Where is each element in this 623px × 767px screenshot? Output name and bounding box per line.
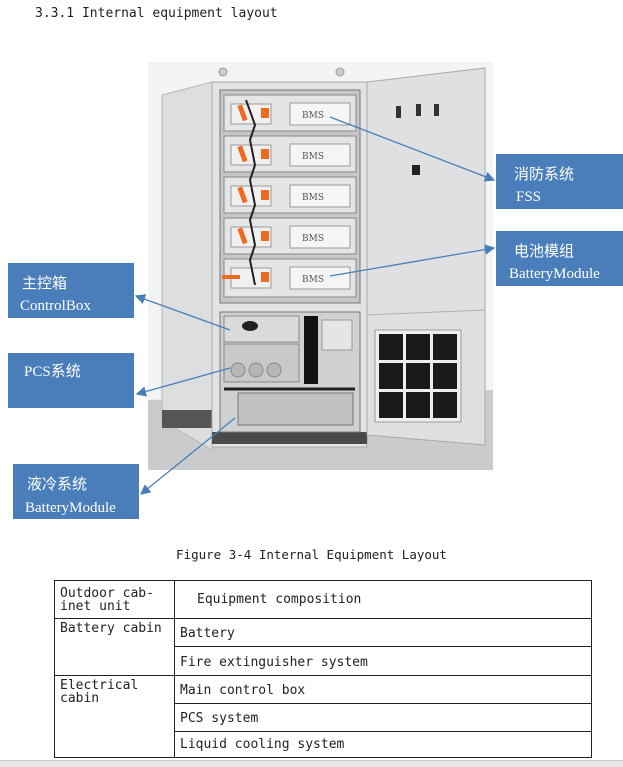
item-cell: Main control box bbox=[174, 675, 592, 704]
door-divider bbox=[366, 309, 486, 316]
arrow-fss bbox=[329, 116, 496, 182]
air-filter bbox=[374, 329, 462, 423]
busbar bbox=[304, 316, 318, 384]
table-row: PCS system bbox=[55, 703, 592, 732]
bms-label: BMS bbox=[302, 152, 324, 162]
equipment-table: Outdoor cab- inet unit Equipment composi… bbox=[54, 580, 592, 758]
item-cell: Battery bbox=[174, 618, 592, 647]
page-bottom-divider bbox=[0, 760, 623, 767]
main-control-box bbox=[223, 315, 300, 343]
battery-module: BMS bbox=[223, 135, 357, 173]
breaker-panel bbox=[321, 319, 353, 351]
battery-module: BMS bbox=[223, 176, 357, 214]
table-row: Liquid cooling system bbox=[55, 731, 592, 758]
header-cell-composition: Equipment composition bbox=[174, 580, 592, 619]
battery-modules: BMS BMS BMS bbox=[222, 94, 357, 298]
bms-label: BMS bbox=[302, 234, 324, 244]
callout-fss: 消防系统 FSS bbox=[496, 154, 623, 209]
module-cable bbox=[245, 99, 257, 286]
door-indicator bbox=[396, 106, 401, 118]
table-row: Battery cabin Battery bbox=[54, 618, 592, 676]
battery-module: BMS bbox=[223, 217, 357, 255]
bms-label: BMS bbox=[302, 111, 324, 121]
battery-module: BMS bbox=[223, 94, 357, 132]
battery-module: BMS bbox=[222, 258, 357, 298]
item-cell: PCS system bbox=[174, 703, 592, 732]
door-lock bbox=[412, 165, 420, 175]
item-cell: Liquid cooling system bbox=[174, 731, 592, 758]
arrow-control-box bbox=[134, 294, 231, 331]
pcs-fan bbox=[266, 362, 282, 378]
liquid-cooling-unit bbox=[237, 392, 354, 426]
cabinet-side bbox=[161, 81, 213, 451]
callout-en: ControlBox bbox=[20, 298, 91, 314]
section-heading: 3.3.1 Internal equipment layout bbox=[35, 6, 278, 21]
callout-cn: PCS系统 bbox=[24, 364, 81, 380]
callout-battery-module: 电池模组 BatteryModule bbox=[496, 231, 623, 286]
pcs-fan bbox=[230, 362, 246, 378]
callout-control-box: 主控箱 ControlBox bbox=[8, 263, 134, 318]
door-indicator bbox=[434, 104, 439, 116]
lifting-eye bbox=[335, 67, 345, 77]
table-row: Electrical cabin Main control box bbox=[54, 675, 592, 758]
callout-cn: 电池模组 bbox=[514, 244, 575, 260]
callout-cn: 消防系统 bbox=[514, 167, 575, 183]
bms-label: BMS bbox=[302, 275, 324, 285]
callout-en: FSS bbox=[516, 189, 542, 205]
arrow-battery-module bbox=[329, 244, 496, 277]
callout-liquid-cooling: 液冷系统 BatteryModule bbox=[13, 464, 139, 519]
cabinet-illustration: BMS BMS BMS bbox=[134, 67, 496, 495]
arrow-pcs bbox=[135, 367, 231, 397]
door-indicator bbox=[416, 104, 421, 116]
group-cell: Electrical cabin bbox=[54, 675, 175, 758]
lifting-eye bbox=[218, 67, 228, 77]
header-cell-unit: Outdoor cab- inet unit bbox=[54, 580, 175, 619]
callout-pcs: PCS系统 bbox=[8, 353, 134, 408]
item-cell: Fire extinguisher system bbox=[174, 646, 592, 676]
table-row: Fire extinguisher system bbox=[55, 646, 592, 676]
group-cell: Battery cabin bbox=[54, 618, 175, 676]
cabinet-plinth bbox=[212, 432, 367, 444]
callout-cn: 液冷系统 bbox=[27, 477, 88, 493]
figure-caption: Figure 3-4 Internal Equipment Layout bbox=[176, 547, 447, 562]
arrow-liquid-cooling bbox=[139, 417, 236, 495]
callout-cn: 主控箱 bbox=[22, 276, 68, 292]
callout-en: BatteryModule bbox=[509, 266, 600, 282]
bms-label: BMS bbox=[302, 193, 324, 203]
callout-en: BatteryModule bbox=[25, 500, 116, 516]
pcs-fan bbox=[248, 362, 264, 378]
cabinet-base bbox=[162, 410, 212, 428]
table-header-row: Outdoor cab- inet unit Equipment composi… bbox=[54, 580, 592, 619]
main-switch bbox=[242, 321, 258, 331]
